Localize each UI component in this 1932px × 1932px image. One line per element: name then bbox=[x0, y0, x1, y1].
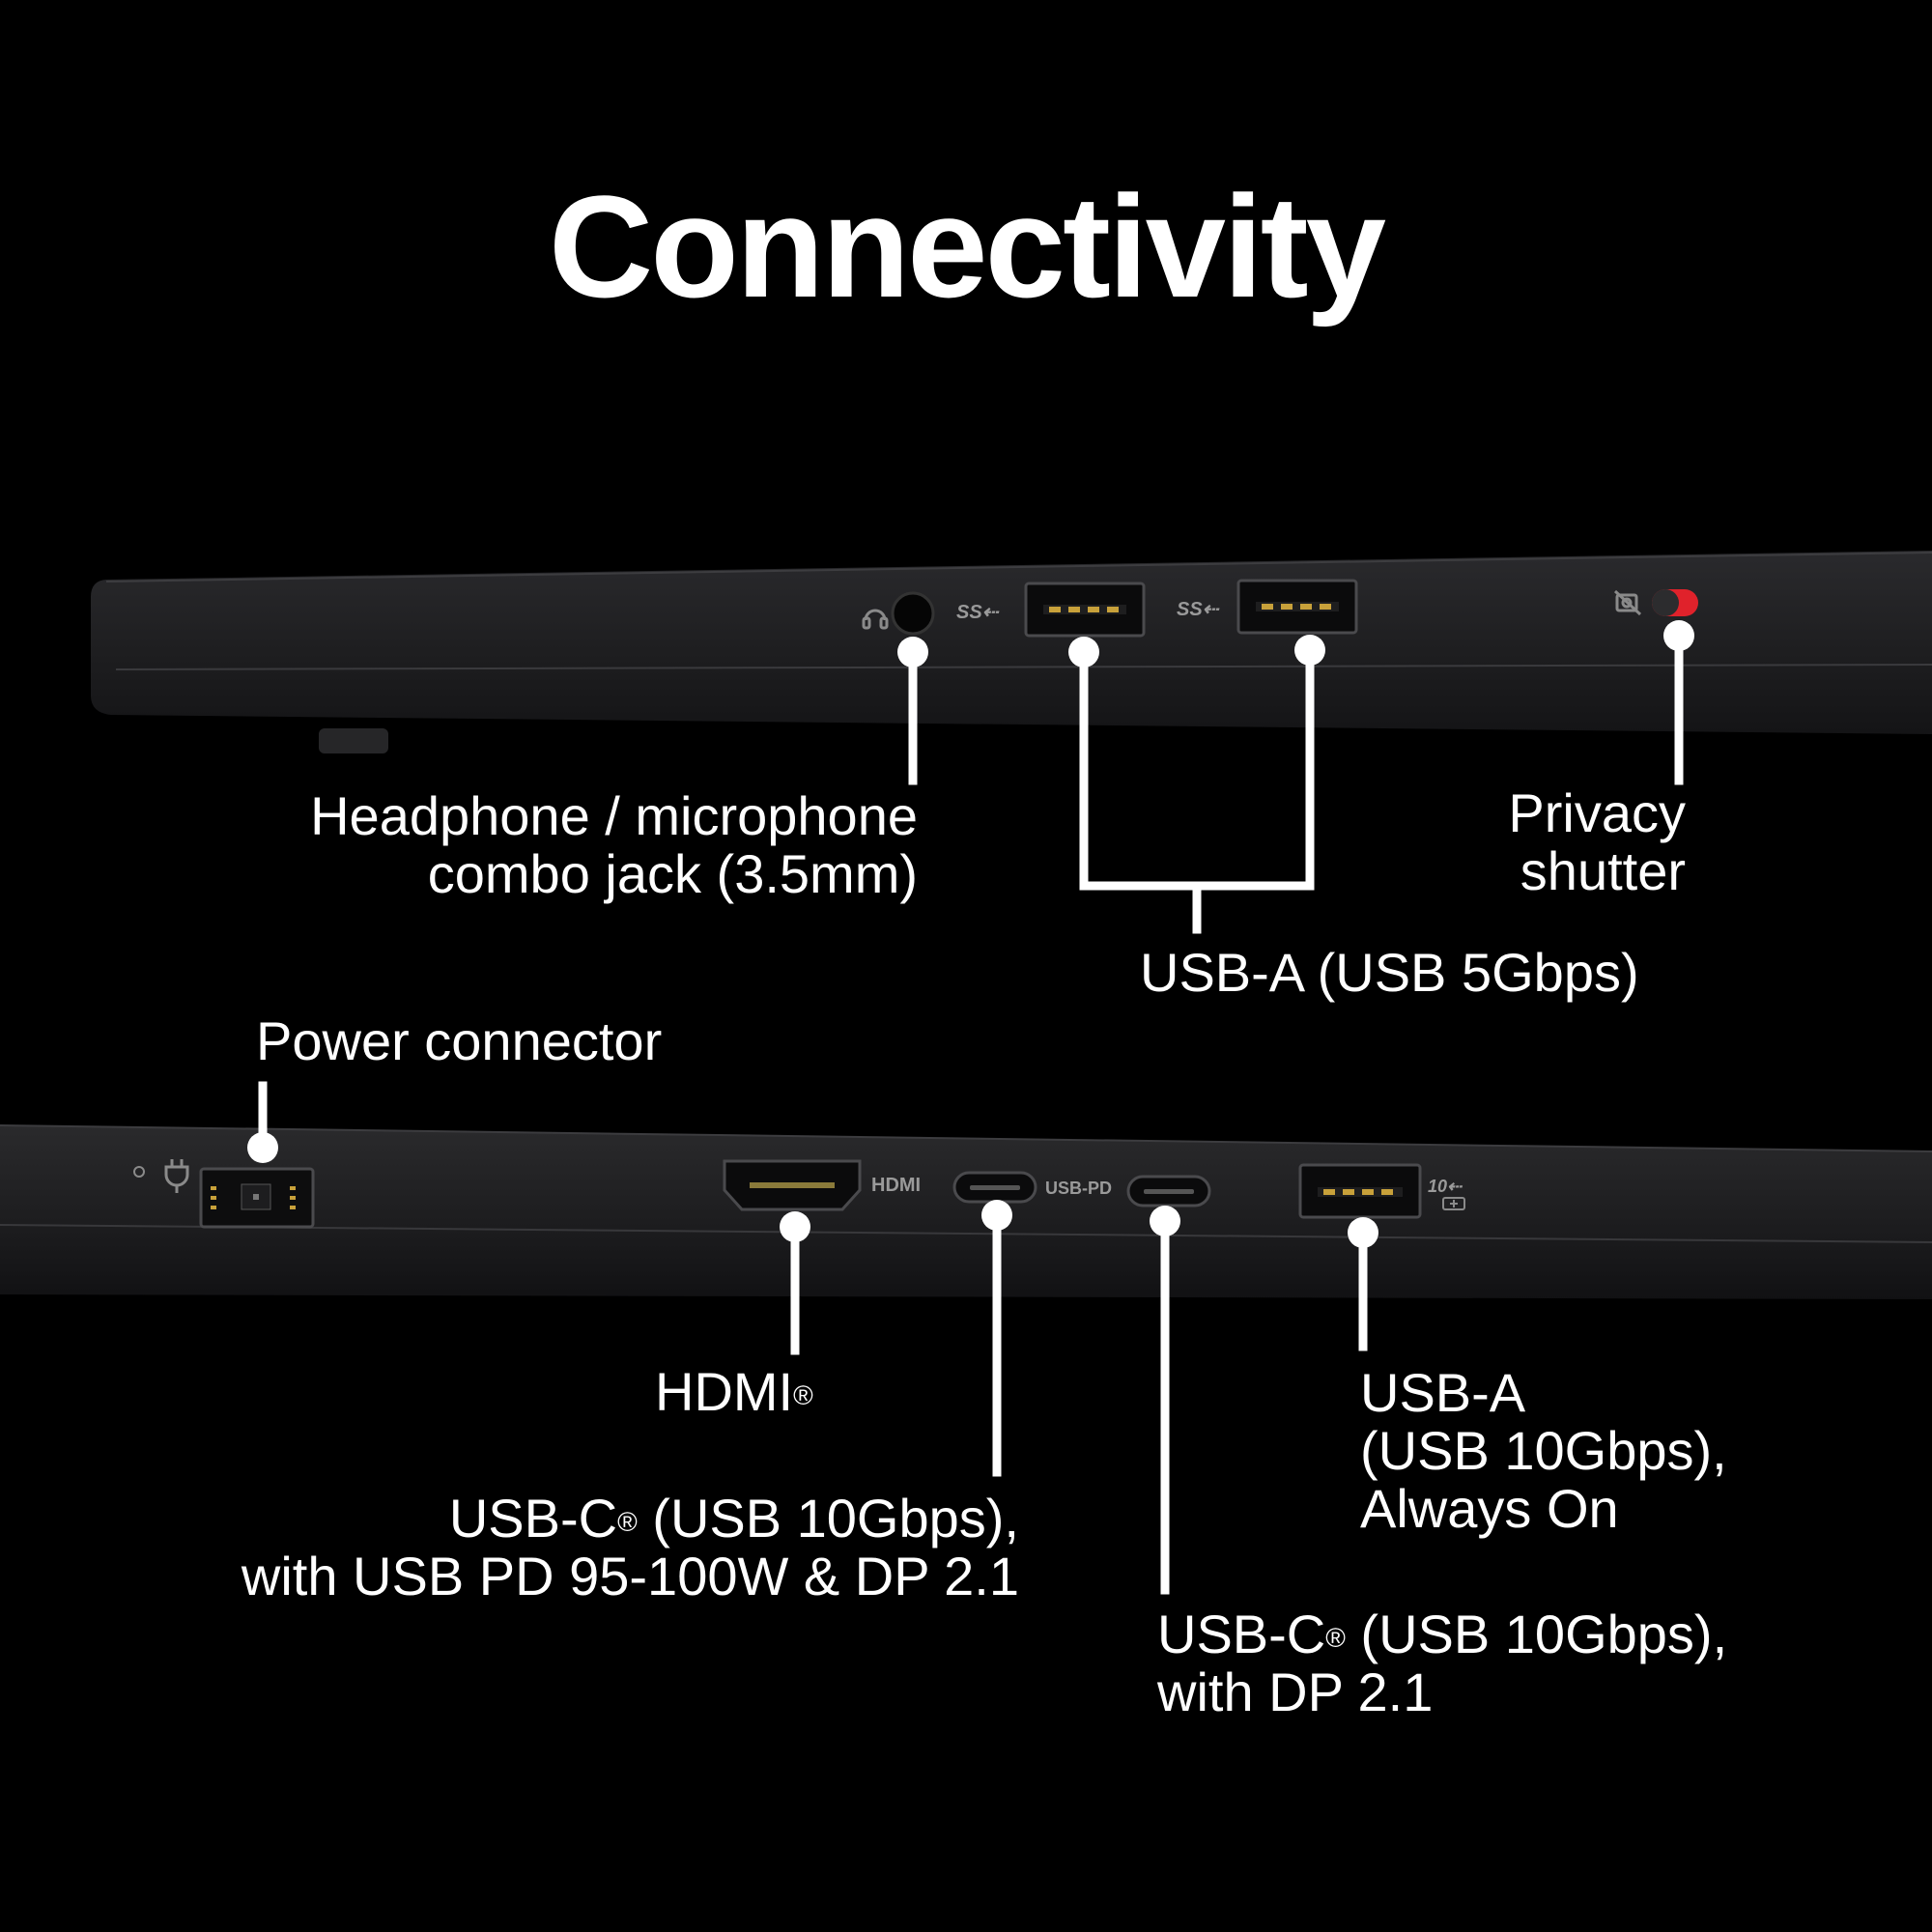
rubber-foot bbox=[319, 728, 388, 753]
usb-c-pd-port bbox=[952, 1171, 1037, 1204]
power-led bbox=[133, 1166, 145, 1178]
laptop-right-side: HDMI USB-PD 10⇠ bbox=[0, 1124, 1932, 1299]
usb-a-10gbps-port bbox=[1298, 1163, 1422, 1219]
usb-a-port-2 bbox=[1236, 579, 1358, 635]
laptop-left-side: SS⇠ SS⇠ bbox=[91, 551, 1932, 753]
usb-10-marking: 10⇠ bbox=[1428, 1177, 1463, 1196]
usb-c-dp-port bbox=[1126, 1175, 1211, 1208]
dot-usb-a-2 bbox=[1294, 635, 1325, 666]
label-privacy-shutter: Privacy shutter bbox=[1508, 782, 1686, 901]
usb-a-port-1 bbox=[1024, 582, 1146, 638]
dot-usb-a-1 bbox=[1068, 637, 1099, 668]
headphone-jack bbox=[891, 591, 935, 636]
ss-usb-marking-2: SS⇠ bbox=[1177, 599, 1220, 620]
headphone-icon bbox=[862, 609, 889, 630]
plug-icon bbox=[164, 1159, 189, 1193]
callout-usb-a-5gbps bbox=[1079, 647, 1315, 934]
hdmi-marking: HDMI bbox=[871, 1175, 921, 1196]
dot-usb-c-dp bbox=[1150, 1206, 1180, 1236]
dot-usb-c-pd bbox=[981, 1200, 1012, 1231]
dot-power bbox=[247, 1132, 278, 1163]
dot-headphone bbox=[897, 637, 928, 668]
page-title: Connectivity bbox=[548, 165, 1386, 327]
label-power-connector: Power connector bbox=[256, 1010, 663, 1071]
camera-off-icon bbox=[1613, 589, 1642, 616]
callout-dots bbox=[247, 620, 1694, 1248]
label-usb-c-dp: USB-C® (USB 10Gbps), with DP 2.1 bbox=[1157, 1604, 1728, 1722]
label-usb-a-10gbps: USB-A (USB 10Gbps), Always On bbox=[1360, 1362, 1727, 1539]
ss-usb-marking-1: SS⇠ bbox=[956, 602, 1000, 623]
label-usb-c-pd: USB-C® (USB 10Gbps), with USB PD 95-100W… bbox=[241, 1488, 1019, 1606]
dot-privacy bbox=[1663, 620, 1694, 651]
privacy-shutter-switch bbox=[1652, 589, 1698, 616]
dot-hdmi bbox=[780, 1211, 810, 1242]
battery-charge-icon bbox=[1442, 1197, 1465, 1210]
dot-usb-a-10gbps bbox=[1348, 1217, 1378, 1248]
callout-lines bbox=[258, 631, 1684, 1595]
hdmi-port bbox=[723, 1159, 862, 1211]
usb-pd-marking: USB-PD bbox=[1045, 1179, 1112, 1198]
power-connector-port bbox=[199, 1167, 315, 1229]
label-headphone-jack: Headphone / microphone combo jack (3.5mm… bbox=[310, 785, 918, 904]
label-hdmi: HDMI® bbox=[655, 1361, 813, 1422]
label-usb-a-5gbps: USB-A (USB 5Gbps) bbox=[1140, 942, 1639, 1003]
